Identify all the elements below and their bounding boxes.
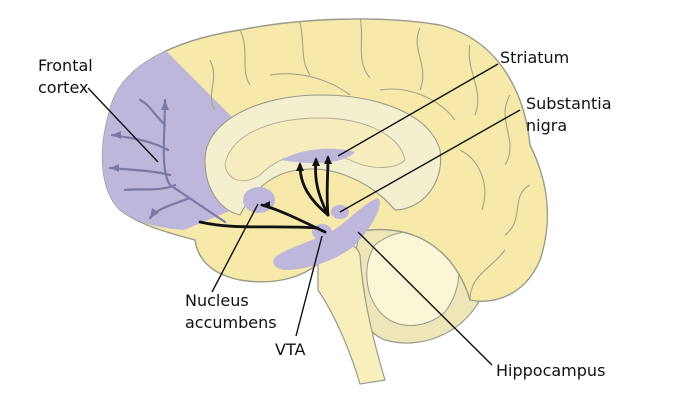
frontal-cortex-label-line1: Frontal — [38, 56, 93, 75]
leader-hippocampus — [357, 231, 493, 366]
vta-label: VTA — [275, 340, 306, 359]
frontal-cortex-label-line2: cortex — [38, 78, 89, 97]
pathway-arrowheads — [262, 155, 332, 209]
nucleus-accumbens-label-line2: accumbens — [185, 313, 277, 332]
hippocampus-label: Hippocampus — [496, 361, 606, 380]
leader-striatum — [337, 63, 499, 157]
striatum-label: Striatum — [500, 48, 570, 67]
nucleus-accumbens-label-line1: Nucleus — [185, 291, 249, 310]
leader-substantia-nigra — [339, 109, 521, 213]
substantia-nigra-label: Substantia nigra — [526, 93, 612, 137]
gyri-lines — [209, 17, 531, 301]
frontal-arrowheads — [110, 100, 169, 218]
substantia-nigra-label-line1: Substantia — [526, 94, 612, 113]
striatum-region — [282, 148, 355, 164]
frontal-cortex-label: Frontal cortex — [38, 55, 93, 99]
ventricle — [224, 117, 406, 182]
nucleus-accumbens-label: Nucleus accumbens — [185, 290, 277, 334]
substantia-nigra-label-line2: nigra — [526, 116, 568, 135]
leader-vta — [295, 235, 323, 337]
leader-lines — [87, 63, 521, 366]
leader-nucleus-accumbens — [211, 203, 259, 293]
leader-frontal-cortex — [87, 87, 159, 163]
